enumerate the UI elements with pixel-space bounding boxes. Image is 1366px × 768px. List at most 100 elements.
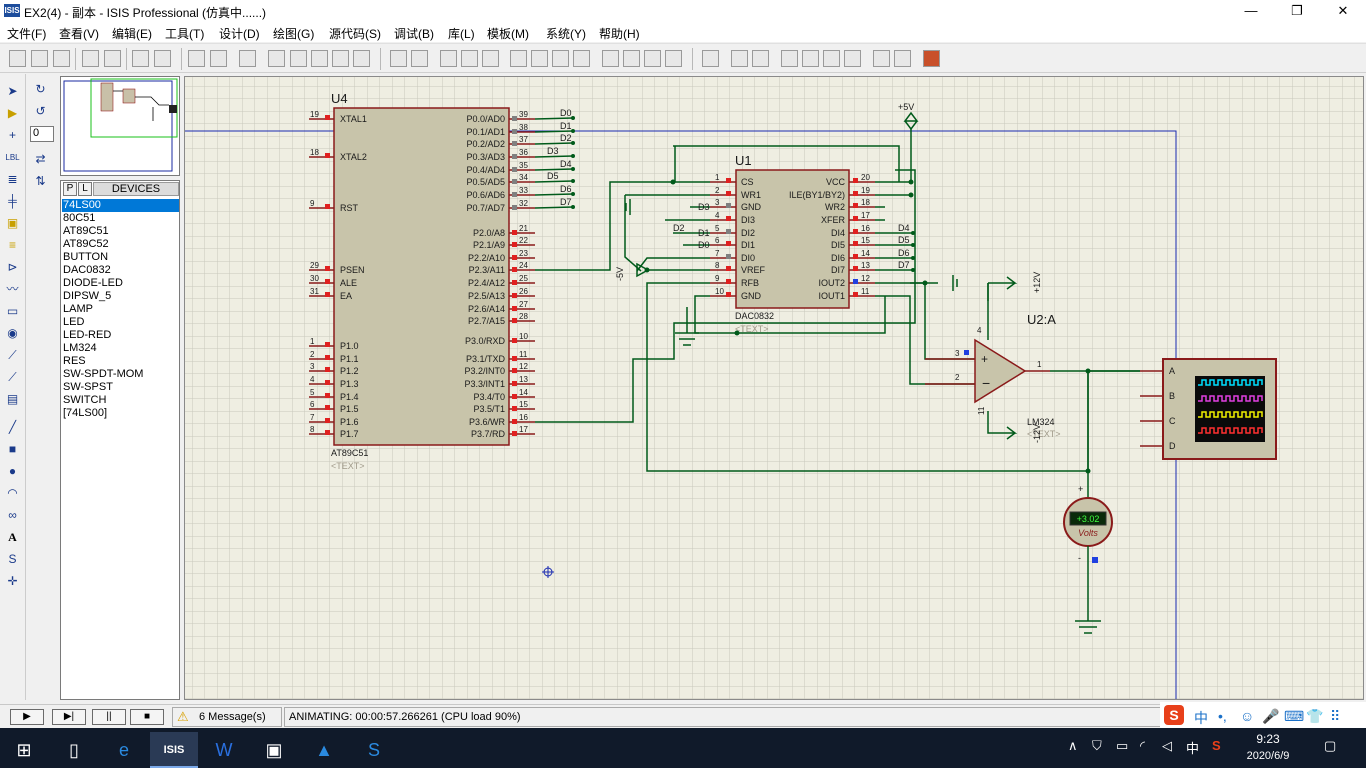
make-device-icon[interactable] [623,50,640,67]
origin-icon[interactable] [239,50,256,67]
device-item[interactable]: [74LS00] [63,407,108,419]
stop-button[interactable]: ■ [130,709,164,725]
grid-icon[interactable] [210,50,227,67]
ie-browser-icon[interactable]: e [118,740,129,760]
pick-device-icon[interactable] [602,50,619,67]
block-delete-icon[interactable] [573,50,590,67]
ime-emoji-icon[interactable]: ☺ [1240,708,1255,724]
mirror-horizontal-icon[interactable]: ⇄ [35,152,46,166]
refresh-icon[interactable] [188,50,205,67]
block-rotate-icon[interactable] [552,50,569,67]
menu-graph[interactable]: 绘图(G) [273,27,315,41]
rotation-angle-input[interactable]: 0 [30,126,54,142]
pick-device-tab[interactable]: P [63,182,77,196]
menu-view[interactable]: 查看(V) [59,27,99,41]
tray-volume-icon[interactable]: ◁ [1162,738,1172,753]
menu-system[interactable]: 系统(Y) [546,27,586,41]
electrical-check-icon[interactable] [894,50,911,67]
wire-label-icon[interactable]: LBL [5,153,20,162]
tray-sogou-icon[interactable]: S [1212,738,1221,753]
clock-time[interactable]: 9:23 [1256,732,1280,746]
ime-voice-icon[interactable]: 🎤 [1262,708,1280,724]
close-button[interactable]: ✕ [1337,3,1349,18]
device-item[interactable]: LAMP [63,303,93,315]
package-tool-icon[interactable] [644,50,661,67]
pause-button[interactable]: || [92,709,126,725]
device-item[interactable]: RES [63,355,86,367]
device-item[interactable]: AT89C51 [63,225,109,237]
start-windows-icon[interactable]: ⊞ [16,740,32,760]
open-folder-icon[interactable] [31,50,48,67]
subcircuit-icon[interactable]: ▣ [6,216,19,230]
save-icon[interactable] [53,50,70,67]
cut-icon[interactable] [440,50,457,67]
wps-writer-icon[interactable]: W [215,740,233,760]
ime-keyboard-icon[interactable]: ⌨ [1284,708,1305,724]
junction-dot-icon[interactable]: + [8,128,16,142]
maximize-button[interactable]: ❐ [1291,3,1303,18]
mirror-vertical-icon[interactable]: ⇅ [35,174,46,188]
generator-icon[interactable]: ◉ [7,326,18,340]
ime-language[interactable]: 中 [1194,710,1208,726]
text-script-icon[interactable]: ≣ [7,172,18,186]
marker-icon[interactable]: ✛ [7,574,18,588]
paste-icon[interactable] [482,50,499,67]
voltage-probe-icon[interactable]: ⟋ [8,348,17,362]
device-item[interactable]: SWITCH [63,394,107,406]
device-item[interactable]: BUTTON [63,251,109,263]
clock-date[interactable]: 2020/6/9 [1246,750,1290,762]
tray-chevron-icon[interactable]: ∧ [1068,738,1078,753]
search-tag-icon[interactable] [731,50,748,67]
device-pins-icon[interactable]: ⊳ [7,260,18,274]
device-item[interactable]: LED-RED [63,329,112,341]
virtual-instrument-icon[interactable]: ▤ [6,392,19,406]
menu-design[interactable]: 设计(D) [219,27,260,41]
menu-source[interactable]: 源代码(S) [329,27,381,41]
device-item[interactable]: SW-SPST [63,381,113,393]
menu-help[interactable]: 帮助(H) [599,27,640,41]
device-item[interactable]: DIODE-LED [63,277,123,289]
remove-sheet-icon[interactable] [802,50,819,67]
box-icon[interactable]: ■ [8,442,17,456]
tray-battery-icon[interactable]: ▭ [1116,738,1129,753]
cloud-app-icon[interactable]: ▲ [315,740,333,760]
symbol-icon[interactable]: S [8,552,17,566]
zoom-in-icon[interactable] [290,50,307,67]
device-item[interactable]: DIPSW_5 [63,290,112,302]
zoom-all-icon[interactable] [332,50,349,67]
notification-icon[interactable]: ▢ [1324,738,1337,753]
sogou-logo-icon[interactable]: S [1164,705,1184,725]
menu-library[interactable]: 库(L) [448,27,475,41]
tray-language[interactable]: 中 [1186,741,1200,756]
ares-icon[interactable] [923,50,940,67]
device-item[interactable]: LM324 [63,342,97,354]
wire-autorouter-icon[interactable] [702,50,719,67]
exit-parent-icon[interactable] [823,50,840,67]
export-icon[interactable] [104,50,121,67]
minimize-button[interactable]: — [1244,3,1258,18]
menu-file[interactable]: 文件(F) [7,27,47,41]
decompose-icon[interactable] [665,50,682,67]
step-button[interactable]: ▶| [52,709,86,725]
current-probe-icon[interactable]: ⟋ [8,370,17,384]
sogou-app-icon[interactable]: S [367,740,380,760]
undo-icon[interactable] [390,50,407,67]
device-item[interactable]: AT89C52 [63,238,109,250]
menu-tools[interactable]: 工具(T) [165,27,205,41]
graph-mode-icon[interactable]: 〰 [6,282,19,296]
rotate-anticlockwise-icon[interactable]: ↺ [35,104,46,118]
ime-menu-icon[interactable]: ⠿ [1330,708,1341,724]
ime-skin-icon[interactable]: 👕 [1306,708,1324,724]
import-icon[interactable] [82,50,99,67]
library-tab[interactable]: L [78,182,92,196]
component-mode-icon[interactable]: ▶ [7,106,18,120]
ime-punctuation-icon[interactable]: •, [1218,708,1227,724]
device-item[interactable]: LED [63,316,85,328]
redo-icon[interactable] [411,50,428,67]
bus-icon[interactable]: ╪ [8,194,17,208]
arc-icon[interactable]: ◠ [7,486,18,500]
path-icon[interactable]: ∞ [8,508,17,522]
